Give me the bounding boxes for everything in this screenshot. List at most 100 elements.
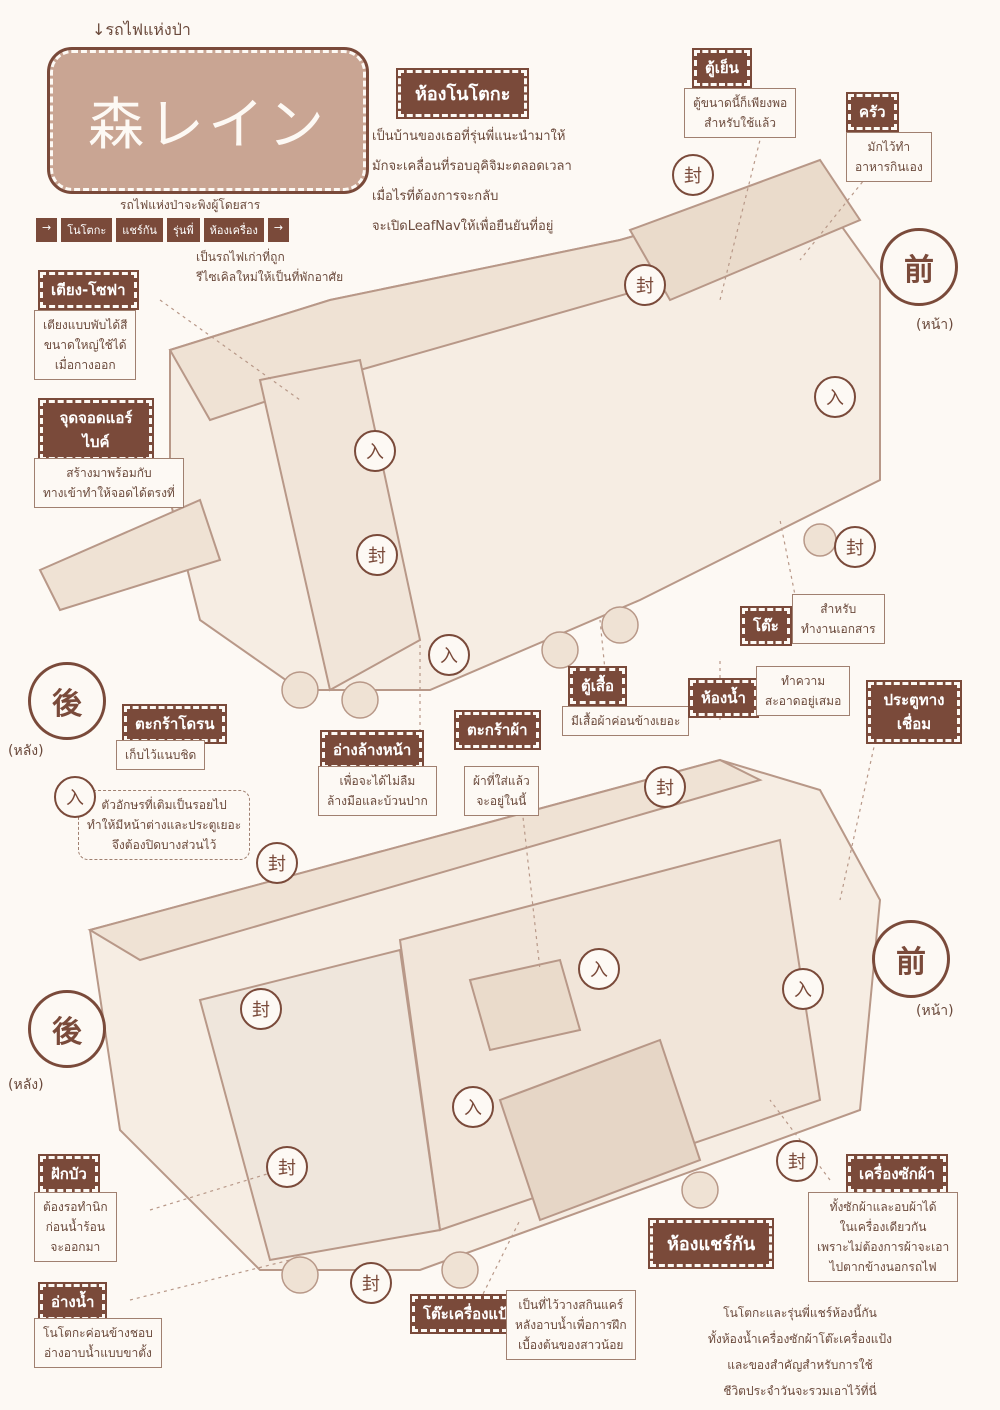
washer-label: เครื่องซักผ้า <box>845 1154 949 1194</box>
note-line: ทำงานเอกสาร <box>801 622 876 636</box>
intro-text: เป็นบ้านของเธอที่รุ่นพี่แนะนำมาให้ มักจะ… <box>372 122 572 242</box>
enter-stamp-icon: 入 <box>428 634 470 676</box>
note-line: หลังอาบน้ำเพื่อการฝึก <box>515 1318 627 1332</box>
note-line: เพื่อจะได้ไม่ลืม <box>339 774 416 788</box>
seal-stamp-icon: 封 <box>672 154 714 196</box>
header-subtitle: ↓รถไฟแห่งป่า <box>92 20 191 39</box>
note-line: ทำความ <box>781 674 826 688</box>
bed-label: เตียง-โซฟา <box>38 270 139 310</box>
note-line: สำหรับ <box>820 602 857 616</box>
front-marker-text: 前 <box>896 945 926 980</box>
seal-stamp-icon: 封 <box>256 842 298 884</box>
note-line: ทางเข้าทำให้จอดได้ตรงที่ <box>43 486 175 500</box>
note-line: สำหรับใช้แล้ว <box>704 116 777 130</box>
note-line: และของสำคัญสำหรับการใช้ <box>727 1358 873 1372</box>
kitchen-note: มักไว้ทำ อาหารกินเอง <box>846 132 932 182</box>
seal-stamp-icon: 封 <box>240 988 282 1030</box>
basket-label: ตะกร้าโดรน <box>121 704 228 744</box>
stamp-text: 封 <box>278 1158 296 1179</box>
stamp-text: 入 <box>440 646 458 667</box>
caption-1: รถไฟแห่งป่าจะพิงผู้โดยสาร <box>120 198 261 212</box>
front-label: (หน้า) <box>916 1003 954 1019</box>
shared-room-title: ห้องแชร์กัน <box>647 1218 775 1269</box>
seal-note: ตัวอักษรที่เติมเป็นรอยไป ทำให้มีหน้าต่าง… <box>78 790 251 860</box>
back-marker-text: 後 <box>52 687 82 722</box>
bike-label: จุดจอดแอร์ไบค์ <box>38 398 154 462</box>
note-line: มักไว้ทำ <box>867 140 911 154</box>
basket-note: เก็บไว้แนบชิด <box>116 740 206 770</box>
stamp-text: 封 <box>252 1000 270 1021</box>
toilet-note: ทำความ สะอาดอยู่เสมอ <box>756 666 851 716</box>
note-line: เบื้องต้นของสาวน้อย <box>518 1338 624 1352</box>
note-line: ทั้งซักผ้าและอบผ้าได้ <box>829 1200 937 1214</box>
note-line: เก็บไว้แนบชิด <box>125 748 197 762</box>
front-label: (หน้า) <box>916 317 954 333</box>
desk-note: สำหรับ ทำงานเอกสาร <box>792 594 885 644</box>
stamp-text: 入 <box>366 442 384 463</box>
back-flower-icon: 後 <box>28 662 106 740</box>
note-line: ตัวอักษรที่เติมเป็นรอยไป <box>101 798 227 812</box>
stamp-text: 封 <box>788 1152 806 1173</box>
enter-stamp-icon: 入 <box>782 968 824 1010</box>
note-line: โนโตกะและรุ่นพี่แชร์ห้องนี้กัน <box>723 1306 877 1320</box>
stamp-text: 封 <box>636 276 654 297</box>
caption-2: เป็นรถไฟเก่าที่ถูก <box>196 250 285 264</box>
intro-line: เป็นบ้านของเธอที่รุ่นพี่แนะนำมาให้ <box>372 129 566 144</box>
note-line: เพราะไม่ต้องการผ้าจะเอา <box>817 1240 950 1254</box>
note-line: เป็นที่ไว้วางสกินแคร์ <box>518 1298 624 1312</box>
closet-label: ตู้เสื้อ <box>567 666 628 706</box>
route-stop-3: รุ่นพี่ <box>166 218 200 242</box>
closet-note: มีเสื้อผ้าค่อนข้างเยอะ <box>562 706 690 736</box>
note-line: ก่อนน้ำร้อน <box>45 1220 106 1234</box>
note-line: มีเสื้อผ้าค่อนข้างเยอะ <box>571 714 681 728</box>
fridge-note: ตู้ขนาดนี้ก็เพียงพอ สำหรับใช้แล้ว <box>684 88 797 138</box>
intro-line: มักจะเคลื่อนที่รอบอุคิจิมะตลอดเวลา <box>372 159 572 174</box>
bed-note: เตียงแบบพับได้สี ขนาดใหญ่ใช้ได้ เมื่อกาง… <box>34 310 137 380</box>
note-line: จะออกมา <box>50 1240 101 1254</box>
stamp-text: 入 <box>66 788 84 809</box>
note-line: ต้องรอทำนิก <box>43 1200 108 1214</box>
shower-label: ฝักบัว <box>38 1154 100 1194</box>
door-label: ประตูทางเชื่อม <box>866 680 962 744</box>
stamp-text: 入 <box>826 388 844 409</box>
route-bar: → โนโตกะ แชร์กัน รุ่นพี่ ห้องเครื่อง → <box>36 218 290 242</box>
enter-stamp-icon: 入 <box>54 776 96 818</box>
logo-plaque: 森レイン <box>47 47 369 194</box>
seal-stamp-icon: 封 <box>834 526 876 568</box>
enter-stamp-icon: 入 <box>452 1086 494 1128</box>
stamp-text: 封 <box>656 778 674 799</box>
note-line: ทำให้มีหน้าต่างและประตูเยอะ <box>87 818 242 832</box>
intro-line: จะเปิดLeafNavให้เพื่อยืนยันที่อยู่ <box>372 219 554 234</box>
stamp-text: 封 <box>362 1274 380 1295</box>
toilet-label: ห้องน้ำ <box>688 678 759 718</box>
laundry-label: ตะกร้าผ้า <box>454 710 541 750</box>
seal-stamp-icon: 封 <box>266 1146 308 1188</box>
bike-note: สร้างมาพร้อมกับ ทางเข้าทำให้จอดได้ตรงที่ <box>34 458 184 508</box>
route-stop-4: ห้องเครื่อง <box>203 218 264 242</box>
caption-3: รีไซเคิลใหม่ให้เป็นที่พักอาศัย <box>196 270 344 284</box>
tub-label: อ่างน้ำ <box>37 1282 108 1322</box>
enter-stamp-icon: 入 <box>578 948 620 990</box>
seal-stamp-icon: 封 <box>350 1262 392 1304</box>
front-marker-text: 前 <box>904 253 934 288</box>
note-line: จึงต้องปิดบางส่วนไว้ <box>111 838 217 852</box>
seal-stamp-icon: 封 <box>624 264 666 306</box>
shower-note: ต้องรอทำนิก ก่อนน้ำร้อน จะออกมา <box>34 1192 117 1262</box>
seal-stamp-icon: 封 <box>644 766 686 808</box>
logo-text: 森レイン <box>88 93 328 158</box>
stamp-text: 封 <box>684 166 702 187</box>
stamp-text: 封 <box>268 854 286 875</box>
intro-title: ห้องโนโตกะ <box>395 68 530 119</box>
note-line: ไปตากข้างนอกรถไฟ <box>829 1260 937 1274</box>
note-line: อ่างอาบน้ำแบบขาตั้ง <box>43 1346 152 1360</box>
note-line: ล้างมือและบ้วนปาก <box>327 794 428 808</box>
dresser-note: เป็นที่ไว้วางสกินแคร์ หลังอาบน้ำเพื่อการ… <box>506 1290 636 1360</box>
stamp-text: 入 <box>590 960 608 981</box>
enter-stamp-icon: 入 <box>814 376 856 418</box>
note-line: สร้างมาพร้อมกับ <box>66 466 152 480</box>
sink-label: อ่างล้างหน้า <box>319 730 425 770</box>
seal-stamp-icon: 封 <box>776 1140 818 1182</box>
tub-note: โนโตกะค่อนข้างชอบ อ่างอาบน้ำแบบขาตั้ง <box>34 1318 162 1368</box>
